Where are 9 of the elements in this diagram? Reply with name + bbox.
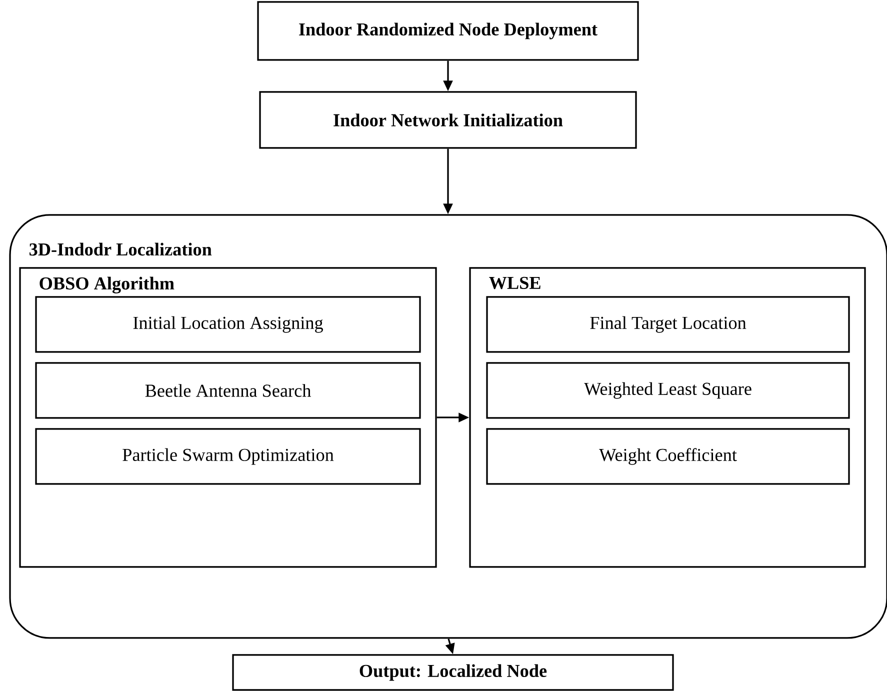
process-box: Output: Localized Node [232, 654, 674, 691]
step-box: Weight Coefficient [486, 428, 850, 485]
process-box: Indoor Randomized Node Deployment [257, 1, 639, 61]
step-box: Weighted Least Square [486, 362, 850, 419]
step-box: Beetle Antenna Search [35, 362, 421, 419]
step-box: Final Target Location [486, 296, 850, 353]
process-box: Indoor Network Initialization [259, 91, 637, 149]
step-box: Particle Swarm Optimization [35, 428, 421, 485]
step-box: Initial Location Assigning [35, 296, 421, 353]
